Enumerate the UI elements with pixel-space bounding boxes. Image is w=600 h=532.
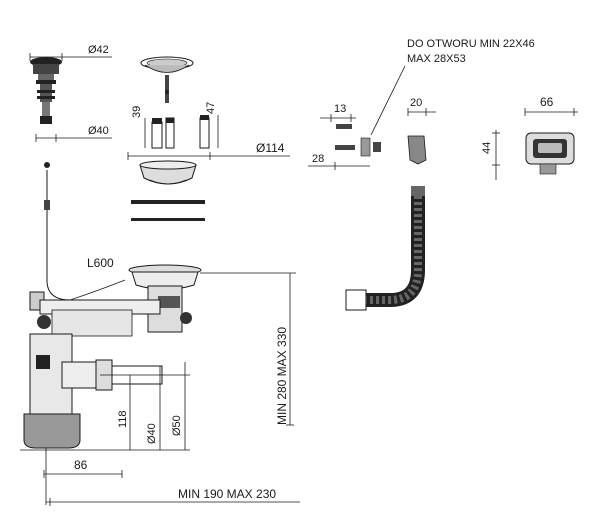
label-w13: 13 [334, 103, 346, 115]
label-h47: 47 [205, 102, 217, 114]
gaskets [131, 200, 205, 221]
label-h44: 44 [481, 142, 493, 154]
sink-drain-body [128, 264, 202, 333]
label-w86: 86 [74, 458, 88, 472]
label-d40-bottom: Ø40 [146, 423, 158, 444]
label-h39: 39 [131, 106, 143, 118]
label-l600: L600 [87, 256, 114, 270]
note-line2: MAX 28X53 [407, 53, 466, 65]
siphon-trap [23, 333, 163, 449]
label-w66: 66 [540, 95, 554, 109]
dimension-outlet: 118 Ø40 Ø50 [20, 362, 190, 451]
label-width-range: MIN 190 MAX 230 [178, 487, 276, 501]
dimension-86: 86 [43, 458, 123, 478]
overflow-note: DO OTWORU MIN 22X46 MAX 28X53 [370, 38, 535, 136]
overflow-knob-assembly [30, 57, 62, 124]
label-d40-top: Ø40 [88, 125, 109, 137]
overflow-cap-front: 66 44 [481, 95, 578, 180]
label-height-range: MIN 280 MAX 330 [275, 327, 289, 425]
dimension-d40-top: Ø40 [35, 125, 112, 142]
dimension-width-range: MIN 190 MAX 230 [45, 448, 300, 506]
dimension-d42: Ø42 [29, 44, 112, 61]
overflow-cap-side: 20 [407, 97, 436, 165]
label-w20: 20 [410, 97, 422, 109]
label-d114: Ø114 [256, 141, 285, 155]
dimension-height-range: MIN 280 MAX 330 [200, 272, 296, 426]
dimension-39-47: 39 47 [131, 102, 219, 149]
control-cable: L600 [44, 162, 126, 301]
overflow-pipe [29, 291, 161, 337]
note-line1: DO OTWORU MIN 22X46 [407, 38, 535, 50]
overflow-screws: 13 28 [308, 103, 381, 170]
sink-flange: Ø114 [127, 141, 290, 185]
corrugated-hose [345, 186, 425, 311]
label-d42: Ø42 [88, 44, 109, 56]
label-w28: 28 [312, 153, 324, 165]
strainer-plug [140, 56, 194, 103]
label-h118: 118 [117, 410, 129, 428]
label-d50: Ø50 [171, 415, 183, 436]
